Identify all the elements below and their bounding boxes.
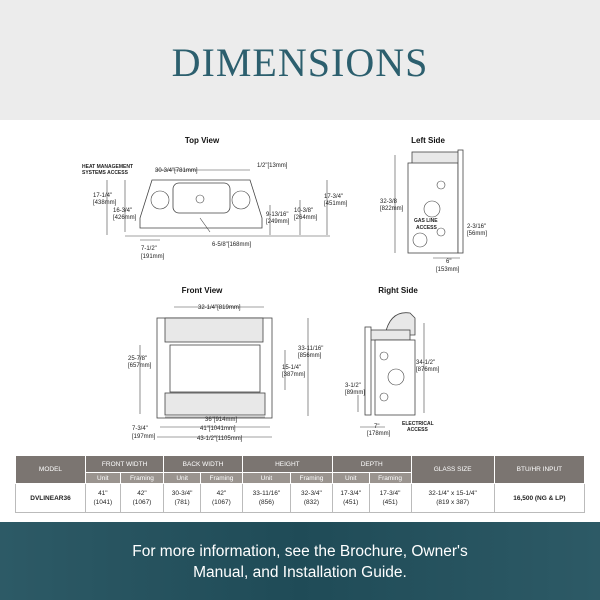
top-view-diagram: Top View HEAT MANAGEMENT SYSTEMS ACCESS … [82, 136, 348, 260]
dim-label: 2-3/16" [467, 224, 486, 230]
sub-unit: Unit [163, 472, 201, 484]
header-band: DIMENSIONS [0, 0, 600, 120]
col-model: MODEL [15, 455, 86, 484]
sub-framing: Framing [368, 472, 412, 484]
gas-line-access-label: GAS LINE [414, 218, 438, 224]
dim-label: 25-7/8" [128, 356, 147, 362]
cell-glass: 32-1/4" x 15-1/4"(819 x 387) [410, 483, 495, 513]
left-side-body [407, 162, 459, 254]
dimension-diagrams: Top View HEAT MANAGEMENT SYSTEMS ACCESS … [82, 136, 487, 442]
right-side-diagram: Right Side 34-1/2" [876mm] 3-1/2" [89mm]… [345, 286, 440, 437]
dimensions-table: MODEL FRONT WIDTH BACK WIDTH HEIGHT DEPT… [15, 455, 586, 513]
flue-center [195, 194, 205, 204]
dim-label: 33-11/16" [298, 346, 323, 352]
left-side-diagram: Left Side 32-3/8 [822mm] GAS LINE ACCESS… [380, 136, 487, 273]
dim-label: [249mm] [266, 219, 290, 225]
dim-label: [264mm] [294, 215, 318, 221]
dim-label: [178mm] [367, 431, 391, 437]
dim-label: 6-5/8"[168mm] [212, 242, 251, 248]
cell-fw-framing: 42"(1067) [119, 483, 165, 513]
dim-label: [191mm] [141, 254, 165, 260]
col-glass-size: GLASS SIZE [410, 455, 495, 484]
sub-framing: Framing [289, 472, 333, 484]
dim-label: 9-13/16" [266, 212, 288, 218]
cell-bw-framing: 42"(1067) [199, 483, 243, 513]
sub-framing: Framing [199, 472, 243, 484]
col-btu: BTU/HR INPUT [493, 455, 586, 484]
front-view-top [164, 317, 264, 343]
top-view-box [172, 182, 231, 214]
dim-label: 32-3/8 [380, 199, 398, 205]
heat-management-label: HEAT MANAGEMENT [82, 164, 133, 170]
dim-label: 15-1/4" [282, 365, 301, 371]
top-view-title: Top View [185, 136, 220, 145]
heat-management-label-2: SYSTEMS ACCESS [82, 170, 129, 176]
dim-label: [822mm] [380, 206, 404, 212]
front-view-title: Front View [182, 286, 224, 295]
dim-label: 6" [446, 259, 451, 265]
electrical-access-label: ELECTRICAL [402, 421, 434, 427]
dim-label: 17-3/4" [324, 194, 343, 200]
cell-model: DVLINEAR36 [15, 483, 86, 513]
col-depth: DEPTH [331, 455, 412, 473]
cell-d-unit: 17-3/4"(451) [331, 483, 370, 513]
dim-label: 10-3/8" [294, 208, 313, 214]
footer-text-line-1: For more information, see the Brochure, … [132, 543, 468, 560]
left-side-title: Left Side [411, 136, 445, 145]
dim-label: 41"[1041mm] [200, 426, 236, 432]
sub-unit: Unit [84, 472, 121, 484]
col-height: HEIGHT [241, 455, 333, 473]
sub-unit: Unit [331, 472, 370, 484]
dim-label: 7-1/2" [141, 246, 157, 252]
cell-d-framing: 17-3/4"(451) [368, 483, 412, 513]
sub-unit: Unit [241, 472, 291, 484]
dim-label: 17-1/4" [93, 193, 112, 199]
right-side-body [374, 339, 416, 416]
dim-label: [451mm] [324, 201, 348, 207]
dim-label: 34-1/2" [416, 360, 435, 366]
cell-btu: 16,500 (NG & LP) [493, 483, 586, 513]
electrical-access-label-2: ACCESS [407, 427, 429, 433]
dim-label: [387mm] [282, 372, 306, 378]
dim-label: 30-3/4"[781mm] [155, 168, 198, 174]
dim-label: 43-1/2"[1105mm] [197, 436, 243, 442]
dim-label: 1/2"[13mm] [257, 163, 288, 169]
cell-fw-unit: 41"(1041) [84, 483, 121, 513]
dim-label: 3-1/2" [345, 383, 361, 389]
cell-h-unit: 33-11/16"(856) [241, 483, 291, 513]
flue-left [150, 190, 170, 210]
dim-label: [438mm] [93, 200, 117, 206]
dim-label: 32-1/4"[819mm] [198, 305, 241, 311]
cell-h-framing: 32-3/4"(832) [289, 483, 333, 513]
footer-band: For more information, see the Brochure, … [0, 522, 600, 600]
right-side-title: Right Side [378, 286, 418, 295]
dim-label: 16-3/4" [113, 208, 132, 214]
col-back-width: BACK WIDTH [163, 455, 243, 473]
dim-label: [89mm] [345, 390, 365, 396]
dim-label: [657mm] [128, 363, 152, 369]
dim-label: [197mm] [132, 434, 156, 440]
dim-label: 7-3/4" [132, 426, 148, 432]
left-side-top [411, 151, 463, 165]
dim-label: [426mm] [113, 215, 137, 221]
vent-elbow [384, 312, 416, 336]
dim-label: [56mm] [467, 231, 487, 237]
dim-label: [153mm] [436, 267, 460, 273]
gas-line-access-label-2: ACCESS [416, 225, 438, 231]
dim-label: [856mm] [298, 353, 322, 359]
dim-label: [876mm] [416, 367, 440, 373]
sub-framing: Framing [119, 472, 165, 484]
footer-text-line-2: Manual, and Installation Guide. [193, 564, 407, 581]
cell-bw-unit: 30-3/4"(781) [163, 483, 201, 513]
dim-label: 36"[914mm] [205, 417, 237, 423]
page-title: DIMENSIONS [171, 39, 429, 85]
front-view-glass [169, 344, 261, 393]
dim-label: 7" [374, 424, 379, 430]
table-row: DVLINEAR36 41"(1041) 42"(1067) 30-3/4"(7… [15, 483, 586, 513]
front-view-diagram: Front View 32-1/4"[819mm] 25-7/8" [657mm… [128, 286, 323, 442]
flue-right [231, 190, 251, 210]
col-front-width: FRONT WIDTH [84, 455, 165, 473]
